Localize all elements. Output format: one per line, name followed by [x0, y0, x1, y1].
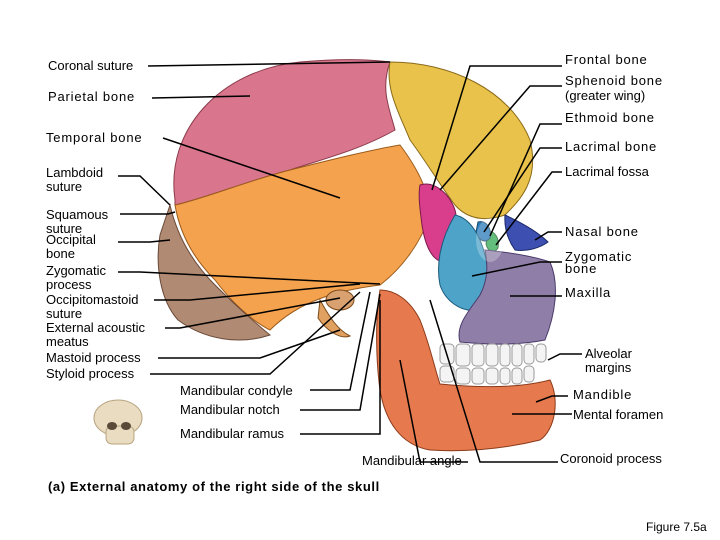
label-external-acoustic-meatus: External acoustic meatus	[46, 320, 145, 349]
label-alveolar-margins: Alveolar margins	[585, 346, 632, 375]
label-mental-foramen: Mental foramen	[573, 407, 664, 422]
label-sphenoid-bone: Sphenoid bone	[565, 73, 663, 88]
occipital-bone	[157, 203, 272, 341]
label-coronoid-process: Coronoid process	[560, 451, 662, 466]
nasal-bone	[504, 214, 549, 251]
figure-number: Figure 7.5a	[646, 520, 707, 534]
maxilla	[458, 249, 556, 345]
mastoid-process-shape	[317, 298, 352, 338]
figure-caption: (a) External anatomy of the right side o…	[48, 479, 380, 494]
label-lambdoid-suture: Lambdoid suture	[46, 165, 104, 194]
label-mandible: Mandible	[573, 387, 633, 402]
leader-lines	[118, 61, 582, 463]
label-mastoid-process: Mastoid process	[46, 350, 141, 365]
label-zygomatic-process: Zygomatic process	[46, 263, 106, 292]
label-frontal-bone: Frontal bone	[565, 52, 648, 67]
label-ethmoid-bone: Ethmoid bone	[565, 110, 655, 125]
orbit	[476, 218, 504, 262]
label-lacrimal-fossa: Lacrimal fossa	[565, 164, 649, 179]
label-maxilla: Maxilla	[565, 285, 612, 300]
label-mandibular-angle: Mandibular angle	[362, 453, 462, 468]
label-mandibular-notch: Mandibular notch	[180, 402, 280, 417]
label-squamous-suture: Squamous suture	[46, 207, 109, 236]
label-coronal-suture: Coronal suture	[48, 58, 134, 73]
label-styloid-process: Styloid process	[46, 366, 135, 381]
label-nasal-bone: Nasal bone	[565, 224, 639, 239]
label-parietal-bone: Parietal bone	[48, 89, 136, 104]
label-occipital-bone: Occipital bone	[46, 232, 96, 261]
label-sphenoid-sub: (greater wing)	[565, 88, 646, 103]
label-mandibular-condyle: Mandibular condyle	[180, 383, 293, 398]
label-lacrimal-bone: Lacrimal bone	[565, 139, 658, 154]
label-temporal-bone: Temporal bone	[46, 130, 143, 145]
skull-thumbnail-icon	[93, 399, 143, 445]
label-zygomatic-bone: Zygomatic bone	[565, 249, 633, 276]
label-mandibular-ramus: Mandibular ramus	[180, 426, 285, 441]
teeth	[439, 343, 547, 385]
frontal-bone	[388, 61, 534, 220]
label-occipitomastoid-suture: Occipitomastoid suture	[46, 292, 139, 321]
